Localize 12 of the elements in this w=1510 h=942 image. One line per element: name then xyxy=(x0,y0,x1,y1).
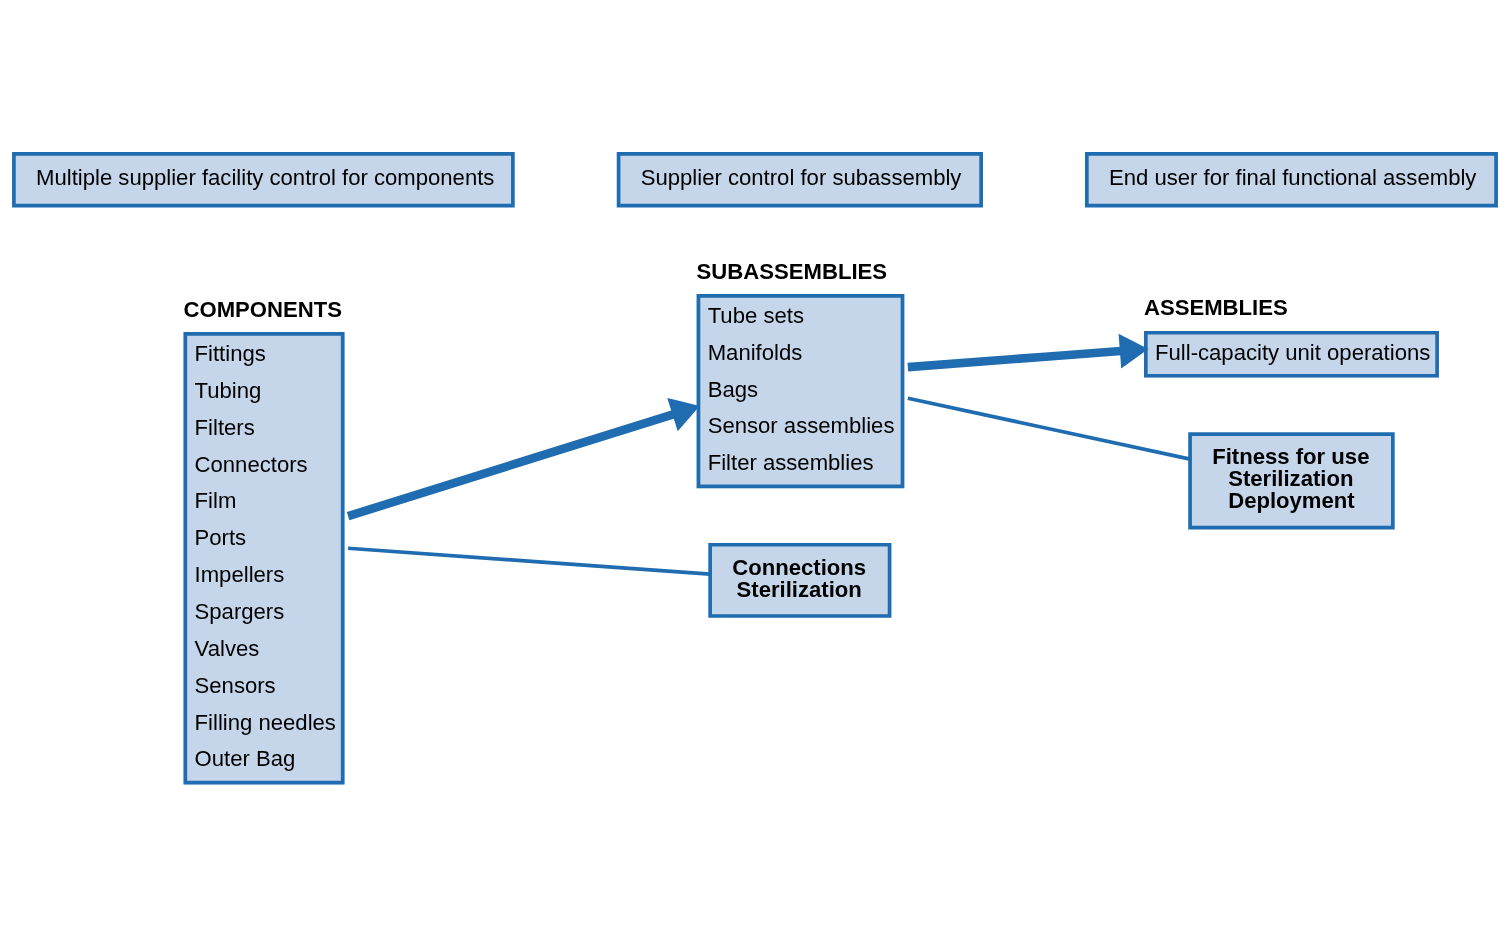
node-label: ASSEMBLIES xyxy=(1143,295,1288,321)
node-label: COMPONENTS xyxy=(183,296,342,322)
node-box: Fitness for use Sterilization Deployment xyxy=(1188,432,1395,530)
arrow xyxy=(907,333,1149,372)
node-label: SUBASSEMBLIES xyxy=(696,258,888,284)
node-box: Multiple supplier facility control for components xyxy=(12,152,515,208)
connector xyxy=(907,396,1191,461)
node-box: Connections Sterilization xyxy=(708,542,892,618)
node-box: Supplier control for subassembly xyxy=(616,152,983,208)
arrow xyxy=(346,397,700,521)
node-box: End user for final functional assembly xyxy=(1085,152,1498,208)
connector xyxy=(347,546,711,576)
